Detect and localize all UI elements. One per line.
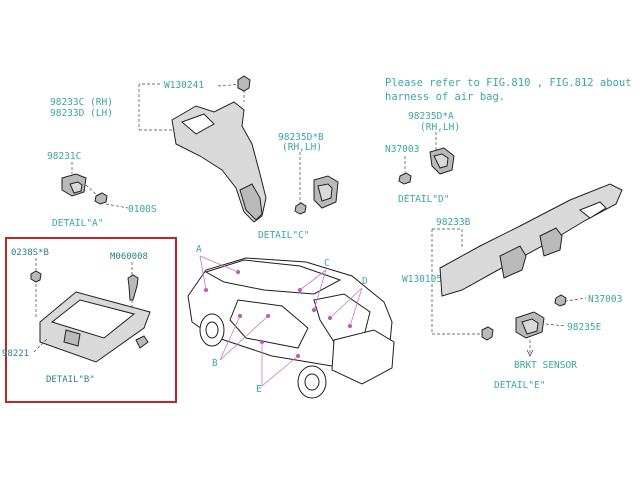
- callout-b: B: [212, 358, 218, 369]
- leader-98221: [33, 337, 49, 353]
- curtain-bracket-lower: [239, 183, 263, 221]
- label-detail-e: DETAIL"E": [494, 380, 545, 391]
- detail-d-group: 98235D*A (RH,LH) N37003 DETAIL"D": [385, 111, 460, 205]
- vehicle-side-window: [229, 299, 309, 349]
- rear-bracket-part: [439, 183, 623, 297]
- rear-sensor-nut: [554, 294, 567, 307]
- label-n37003-bottom: N37003: [588, 294, 622, 305]
- callout-d: D: [362, 276, 368, 287]
- label-m060008: M060008: [110, 252, 148, 262]
- highlight-frame: [5, 237, 177, 403]
- control-unit-nut: [30, 270, 42, 283]
- leader-0100s: [105, 203, 129, 209]
- clip-w130241-part: [237, 75, 251, 92]
- side-sensor-face: [317, 183, 333, 202]
- detail-c-group: 98235D*B (RH,LH) DETAIL"C": [258, 132, 339, 241]
- detail-e-group: 98233B W130105 N37003 98235E BRKT SENSOR…: [402, 183, 623, 391]
- leader-callout-b: [219, 315, 269, 361]
- rear-sensor-face: [521, 318, 539, 335]
- curtain-bracket-tab: [181, 113, 215, 135]
- sensor-bolt-part: [94, 192, 108, 205]
- control-unit-top: [50, 299, 136, 339]
- leader-n37003-bottom: [559, 297, 587, 303]
- rear-bracket-clip: [481, 326, 494, 341]
- label-rh-lh-b: (RH,LH): [282, 142, 322, 153]
- leader-sensor-bolt: [85, 184, 99, 197]
- detail-c-bracket-group: W130241 98233C (RH) 98233D (LH): [50, 75, 267, 223]
- label-n37003-top: N37003: [385, 144, 419, 155]
- leader-callout-e: [261, 342, 299, 387]
- label-w130105: W130105: [402, 274, 442, 285]
- leader-callout-d: [329, 287, 363, 327]
- vehicle-rear-hatch: [331, 329, 395, 385]
- callout-e: E: [256, 384, 262, 395]
- door-sensor-face: [433, 153, 449, 169]
- label-98233c: 98233C (RH): [50, 97, 113, 108]
- label-detail-c: DETAIL"C": [258, 230, 309, 241]
- label-98221: 98221: [2, 349, 29, 359]
- rear-bracket-mount-2: [539, 227, 563, 257]
- detail-a-group: 98231C 0100S DETAIL"A": [47, 151, 157, 229]
- note-line-2: harness of air bag.: [385, 91, 505, 103]
- callout-group: A C D B E: [196, 244, 368, 395]
- label-98231c: 98231C: [47, 151, 81, 162]
- control-unit-tab: [135, 335, 149, 349]
- label-detail-d: DETAIL"D": [398, 194, 449, 205]
- label-0238s: 0238S*B: [11, 248, 49, 258]
- rear-bracket-mount-1: [499, 245, 527, 279]
- label-98235d-b: 98235D*B: [278, 132, 324, 143]
- label-detail-a: DETAIL"A": [52, 218, 103, 229]
- label-98233d: 98233D (LH): [50, 108, 113, 119]
- label-98235d-a: 98235D*A: [408, 111, 454, 122]
- door-sensor-nut: [398, 172, 412, 185]
- side-sensor-nut: [294, 202, 307, 215]
- label-98233b: 98233B: [436, 217, 471, 228]
- detail-b-group: 0238S*B M060008 98221 DETAIL"B": [2, 237, 177, 403]
- rear-bracket-tab: [579, 201, 607, 219]
- note-line-1: Please refer to FIG.810 , FIG.812 about: [385, 77, 632, 89]
- callout-c: C: [324, 258, 330, 269]
- front-wheel-hub: [205, 321, 219, 339]
- label-0100s: 0100S: [128, 204, 157, 215]
- label-rh-lh-a: (RH,LH): [420, 122, 460, 133]
- control-unit-connector: [63, 329, 81, 347]
- label-w130241: W130241: [164, 80, 204, 91]
- vehicle-group: [187, 257, 395, 399]
- leader-callout-a: [199, 255, 239, 291]
- callout-a: A: [196, 244, 202, 255]
- leader-98235e: [545, 323, 567, 327]
- control-unit-bolt: [127, 274, 139, 301]
- arrow-brkt-sensor: [526, 349, 534, 357]
- rear-wheel-hub: [304, 373, 320, 391]
- label-98235e: 98235E: [567, 322, 602, 333]
- label-brkt-sensor: BRKT SENSOR: [514, 360, 577, 371]
- label-detail-b: DETAIL"B": [46, 375, 95, 385]
- front-sensor-face: [69, 181, 83, 194]
- leader-callout-c: [299, 269, 327, 311]
